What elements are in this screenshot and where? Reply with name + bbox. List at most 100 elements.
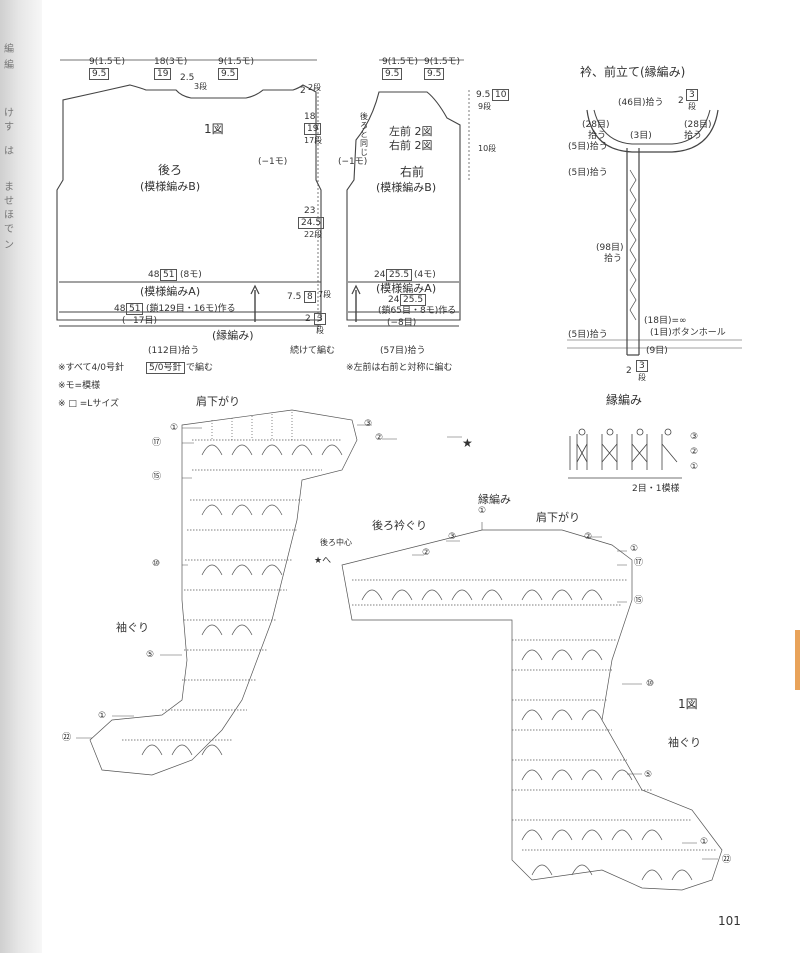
edging-row-1: ① <box>690 462 699 472</box>
front-right-v1: 9.5 <box>476 90 491 100</box>
front-right-v1-rows: 9段 <box>478 102 492 111</box>
back-top-left: 9(1.5モ) <box>89 57 126 67</box>
right-armhole-label: 袖ぐり <box>668 736 701 749</box>
right-back-center: 後ろ中心 <box>320 538 352 547</box>
left-armhole-label: 袖ぐり <box>116 621 149 634</box>
right-row-10: ⑩ <box>646 679 655 689</box>
left-row-15: ⑮ <box>152 472 162 482</box>
collar-rows-top-box: 3 <box>686 89 698 101</box>
page-number: 101 <box>718 914 741 928</box>
front-start-box: 25.5 <box>400 294 427 306</box>
left-chart-outline <box>89 409 358 776</box>
collar-m98b: 拾う <box>604 254 623 264</box>
front-width-box: 25.5 <box>386 269 413 281</box>
book-gutter: 編 編 け す は ま せ ほ で ン <box>0 0 42 953</box>
right-star-to: ★へ <box>314 556 332 566</box>
center-v3-rows: 22段 <box>304 230 323 239</box>
right-row-2b: ② <box>584 532 593 542</box>
collar-outline <box>586 109 719 153</box>
right-lace-chart <box>341 529 723 891</box>
back-width-box: 51 <box>160 269 178 281</box>
right-row-3: ③ <box>448 532 457 542</box>
front-pickup: (57目)拾う <box>380 346 426 356</box>
left-row-3: ③ <box>364 419 373 429</box>
gutter-char: 編 <box>4 44 14 55</box>
center-v1: 2 <box>300 86 306 96</box>
gutter-char: ほ <box>4 210 14 221</box>
collar-r28b: 拾う <box>684 131 703 141</box>
back-start: 48 <box>114 304 126 314</box>
center-v2: 18 <box>304 112 316 122</box>
center-continue: 続けて編む <box>290 346 336 356</box>
center-v4-box: 8 <box>304 291 316 303</box>
back-width-unit: (8モ) <box>180 270 202 280</box>
center-v5-rows: 段 <box>316 326 324 335</box>
front-side-dec: (−1モ) <box>338 157 368 167</box>
right-row-22: ㉒ <box>722 855 732 865</box>
gutter-char: ン <box>4 240 14 251</box>
front-top-left: 9(1.5モ) <box>382 57 419 67</box>
left-row-1: ① <box>170 423 179 433</box>
page-edge-tab <box>795 630 800 690</box>
center-v4-rows: 7段 <box>318 290 332 299</box>
front-piece-outline <box>346 91 461 321</box>
gutter-char: は <box>4 146 14 157</box>
front-right-v2-rows: 10段 <box>478 144 497 153</box>
right-edging-label: 縁編み <box>478 493 511 506</box>
front-pattern-a: (模様編みA) <box>376 282 437 295</box>
back-start-box: 51 <box>126 303 144 315</box>
collar-pick46: (46目)拾う <box>618 98 664 108</box>
right-row-5: ⑤ <box>644 770 653 780</box>
right-row-1b: ① <box>630 544 639 554</box>
front-subtitle: (模様編みB) <box>376 181 437 194</box>
collar-m3: (3目) <box>630 131 652 141</box>
collar-l28b: 拾う <box>588 131 607 141</box>
front-top-left-box: 9.5 <box>382 68 403 80</box>
front-edge-dec: (−8目) <box>387 318 417 328</box>
right-fig-label: 1図 <box>678 697 698 711</box>
back-edging: (縁編み) <box>212 329 254 342</box>
edging-chart-stitches <box>576 428 678 470</box>
left-row-17: ⑰ <box>152 438 162 448</box>
right-row-2: ② <box>422 548 431 558</box>
collar-r28: (28目) <box>684 120 712 130</box>
left-row-1b: ① <box>98 711 107 721</box>
back-start-text: (鎖129目・16モ)作る <box>146 304 236 314</box>
note-needle: ※すべて4/0号針 <box>58 363 125 373</box>
front-width-unit: (4モ) <box>414 270 436 280</box>
collar-m98: (98目) <box>596 243 624 253</box>
back-top-right-box: 9.5 <box>218 68 239 80</box>
note-needle-box: 5/0号針 <box>146 362 185 374</box>
front-right-v1-box: 10 <box>492 89 510 101</box>
back-neck-rows: 3段 <box>194 82 208 91</box>
edging-row-2: ② <box>690 447 699 457</box>
back-title: 後ろ <box>158 163 183 177</box>
front-same-as-back: 後ろと同じ <box>360 112 368 157</box>
star-mark-left: ★ <box>462 436 473 450</box>
back-piece-outline <box>56 84 322 321</box>
diagram-canvas: ★ <box>56 59 742 891</box>
front-top-right: 9(1.5モ) <box>424 57 461 67</box>
right-row-1c: ① <box>700 837 709 847</box>
left-lace-chart <box>89 409 358 776</box>
gutter-char: け <box>4 108 14 119</box>
note-needle-end: で編む <box>186 363 214 373</box>
back-pickup: (112目)拾う <box>148 346 200 356</box>
back-top-mid-box: 19 <box>154 68 172 80</box>
center-v1-rows: 2段 <box>308 83 322 92</box>
back-subtitle: (模様編みB) <box>140 180 201 193</box>
right-chart-outline <box>341 529 723 891</box>
right-fans <box>361 589 693 881</box>
collar-bh: (1目)ボタンホール <box>650 328 726 338</box>
note-size: ※ □ =Lサイズ <box>58 399 120 409</box>
collar-bot-box: 3 <box>636 360 648 372</box>
right-row-1: ① <box>478 506 487 516</box>
front-start-text: (鎖65目・8モ)作る <box>378 306 457 316</box>
gutter-char: 編 <box>4 60 14 71</box>
note-mo: ※モ=模様 <box>58 381 101 391</box>
center-v5-box: 3 <box>314 313 326 325</box>
left-row-2: ② <box>375 433 384 443</box>
collar-m18: (18目)=∞ <box>644 316 687 326</box>
left-row-10: ⑩ <box>152 559 161 569</box>
front-width: 24 <box>374 270 386 280</box>
